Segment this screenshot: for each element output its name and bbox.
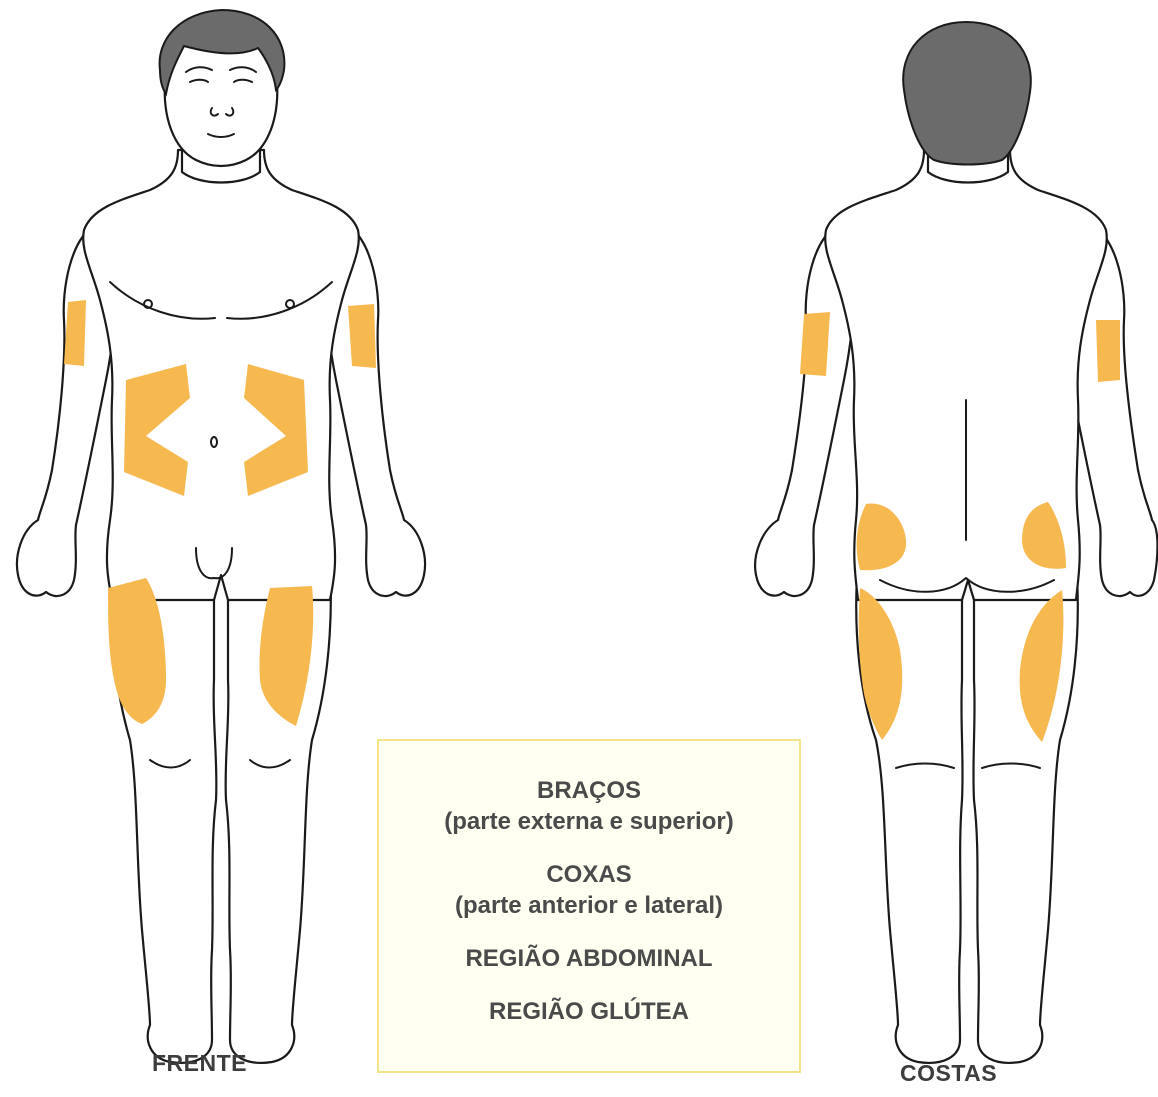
back-arm-zone-left	[800, 312, 830, 376]
back-arm-zone-right	[1096, 320, 1120, 382]
front-caption: FRENTE	[152, 1050, 247, 1077]
legend-item-title: COXAS	[379, 859, 799, 890]
back-head	[903, 22, 1031, 165]
legend-item-detail: (parte externa e superior)	[379, 806, 799, 837]
back-caption: COSTAS	[900, 1060, 997, 1087]
legend-item-abdomen: REGIÃO ABDOMINAL	[379, 943, 799, 974]
back-figure	[755, 22, 1157, 1063]
legend-item-thighs: COXAS (parte anterior e lateral)	[379, 859, 799, 921]
front-arm-zone-right	[348, 304, 376, 368]
front-torso	[83, 150, 359, 600]
legend-item-title: BRAÇOS	[379, 775, 799, 806]
legend-item-title: REGIÃO GLÚTEA	[379, 996, 799, 1027]
front-figure	[17, 10, 425, 1063]
legend-item-gluteal: REGIÃO GLÚTEA	[379, 996, 799, 1027]
legend-item-detail: (parte anterior e lateral)	[379, 890, 799, 921]
legend-box: BRAÇOS (parte externa e superior) COXAS …	[377, 739, 801, 1073]
legend-item-title: REGIÃO ABDOMINAL	[379, 943, 799, 974]
legend-item-arms: BRAÇOS (parte externa e superior)	[379, 775, 799, 837]
